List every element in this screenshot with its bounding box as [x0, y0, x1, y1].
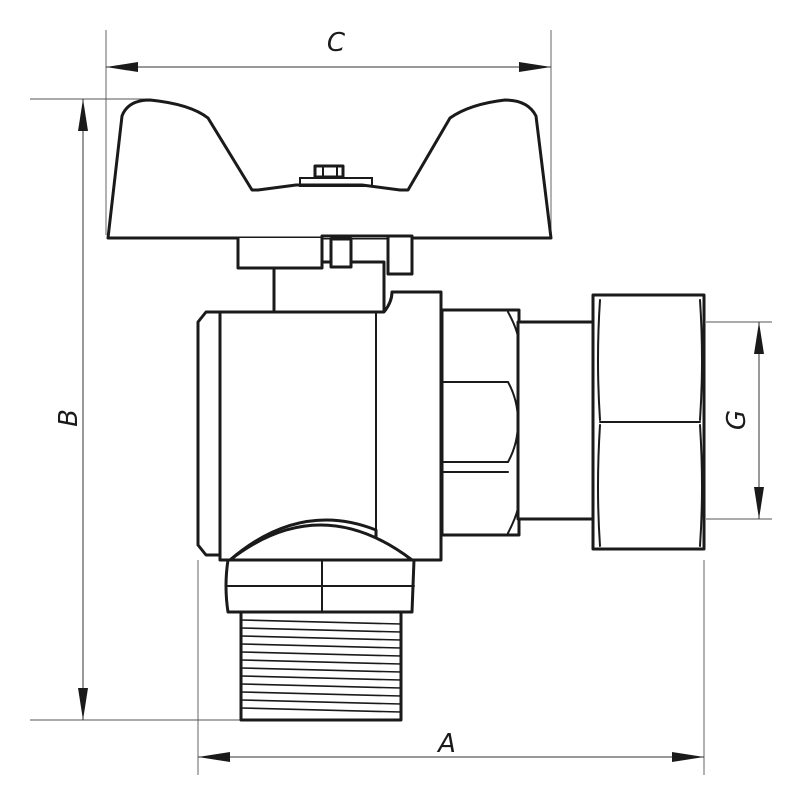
- dimension-label-a: A: [436, 729, 456, 759]
- butterfly-handle: [106, 98, 553, 276]
- extension-lines: [30, 30, 772, 775]
- arrowhead-b-top: [78, 99, 88, 131]
- dimension-a: A: [198, 729, 704, 762]
- bottom-hex-fitting: [224, 518, 416, 614]
- stem-nut: [313, 164, 345, 179]
- dimension-g: G: [722, 322, 764, 519]
- arrowhead-a-left: [198, 752, 230, 762]
- dimension-label-b: B: [54, 409, 84, 427]
- arrowhead-g-top: [754, 322, 764, 354]
- right-connector: [440, 308, 596, 537]
- valve-stem: [272, 260, 386, 316]
- handle-hub: [236, 234, 414, 276]
- bottom-dome-cap: [228, 523, 414, 562]
- arrowhead-b-bottom: [78, 688, 88, 720]
- stem-nut-base: [299, 177, 373, 187]
- outlet-hex-body: [440, 308, 521, 537]
- dimension-b: B: [54, 99, 88, 720]
- arrowhead-a-right: [672, 752, 704, 762]
- valve-body: [196, 290, 443, 562]
- body-main: [218, 290, 443, 562]
- threaded-outlet: [239, 610, 403, 722]
- union-nut: [591, 293, 706, 551]
- body-left-flange: [196, 310, 222, 557]
- arrowhead-g-bottom: [754, 487, 764, 519]
- dimension-c: C: [106, 28, 551, 72]
- dimension-label-g: G: [722, 410, 752, 430]
- connector-tube: [516, 320, 596, 521]
- arrowhead-c-right: [519, 62, 551, 72]
- dimension-label-c: C: [327, 28, 346, 58]
- thread-lines: [240, 619, 402, 713]
- arrowhead-c-left: [106, 62, 138, 72]
- stem-lock-window: [329, 237, 353, 269]
